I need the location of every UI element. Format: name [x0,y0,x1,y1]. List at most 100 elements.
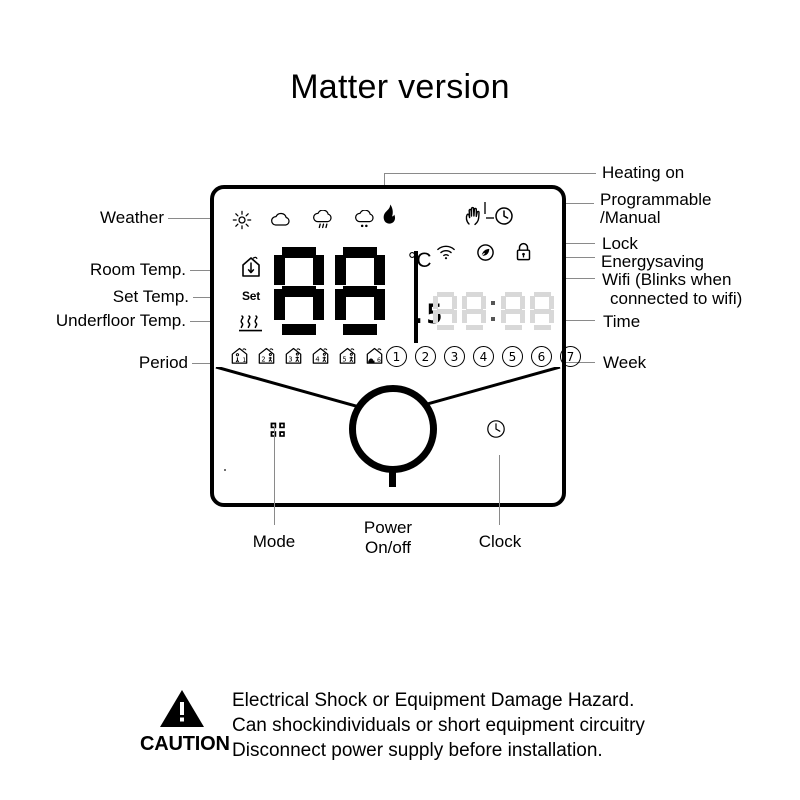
segment-b [374,254,385,286]
label-time: Time [603,312,641,331]
room-temp-icon [242,256,260,277]
stem-clock [499,455,500,525]
svg-text:1: 1 [242,357,246,364]
caption-mode: Mode [252,532,296,551]
caution-line-1: Electrical Shock or Equipment Damage Haz… [232,690,635,711]
power-knob-button[interactable] [349,385,437,473]
period-2: 2 [258,347,275,364]
period-icon-row: 1 2 3 4 5 [230,347,384,365]
week-day-3: 3 [444,346,465,367]
segment-d [281,324,317,335]
seven-segment-digit [530,292,554,330]
grid-icon [270,422,285,437]
segment-f [501,295,506,309]
leader-heating-h [384,173,596,174]
unit-label: °C [408,249,432,272]
segment-g [504,308,522,314]
caption-power-2: On/off [365,538,411,557]
seven-segment-digit [433,292,457,330]
rain-cloud-icon [313,210,332,229]
segment-b [313,254,324,286]
leader-weather [168,218,226,219]
seven-segment-digit [501,292,525,330]
label-wifi-note: connected to wifi) [610,289,743,308]
period-3: 3 [285,347,302,364]
time-colon [491,293,496,329]
segment-a [342,247,378,258]
snow-cloud-icon [355,210,374,228]
temperature-digits [274,247,385,335]
label-period: Period [138,353,188,372]
segment-d [465,325,483,330]
segment-b [481,295,486,309]
sensor-dot [224,469,226,471]
time-digits [433,292,554,330]
caption-power-1: Power [363,518,413,537]
lock-icon [516,242,531,261]
clock-button-icon [487,420,505,438]
label-set-temp: Set Temp. [112,287,189,306]
status-icon-group [436,237,556,267]
temp-mode-icons: Set [234,255,268,333]
clock-icon [494,207,513,225]
segment-f [462,295,467,309]
label-wifi: Wifi (Blinks when [602,270,732,289]
period-4: 4 [312,347,329,364]
week-day-5: 5 [502,346,523,367]
segment-g [533,308,551,314]
hand-icon [465,206,480,226]
caution-icon-wrap: CAUTION [140,688,230,756]
svg-text:2: 2 [261,356,265,364]
segment-f [274,254,285,286]
wifi-icon [437,245,455,260]
caution-line-2: Can shockindividuals or short equipment … [232,715,645,736]
display-divider [414,251,418,343]
page-title: Matter version [290,68,510,106]
segment-g [465,308,483,314]
segment-c [520,310,525,323]
segment-c [481,310,486,323]
stem-mode [274,425,275,525]
segment-f [335,254,346,286]
week-day-2: 2 [415,346,436,367]
caption-clock: Clock [478,532,522,551]
svg-text:3: 3 [288,356,292,364]
leader-set-temp [193,297,225,298]
svg-text:6: 6 [377,357,381,364]
underfloor-temp-icon [239,315,262,332]
seven-segment-digit [462,292,486,330]
segment-e [274,288,285,320]
cloud-icon [271,212,290,226]
flame-icon-wrap [381,204,398,233]
clock-button[interactable] [486,419,506,444]
segment-c [313,288,324,320]
time-display [433,292,554,330]
segment-e [335,288,346,320]
mode-icon-group [464,202,534,230]
period-1: 1 [231,347,248,364]
week-day-7: 7 [560,346,581,367]
caution-word: CAUTION [140,733,230,755]
mode-button[interactable] [270,422,286,443]
label-weather: Weather [100,208,164,227]
svg-text:5: 5 [342,356,346,364]
segment-b [452,295,457,309]
period-5: 5 [339,347,356,364]
segment-c [452,310,457,323]
segment-e [462,310,467,323]
week-day-6: 6 [531,346,552,367]
label-energysaving: Energysaving [601,252,705,271]
segment-d [436,325,454,330]
energy-saving-icon [477,243,494,261]
segment-d [504,325,522,330]
week-day-4: 4 [473,346,494,367]
segment-f [530,295,535,309]
label-room-temp: Room Temp. [89,260,186,279]
segment-d [342,324,378,335]
sun-icon [232,210,252,230]
segment-d [533,325,551,330]
temperature-display [274,247,385,335]
power-knob-stem [389,471,396,487]
segment-c [549,310,554,323]
